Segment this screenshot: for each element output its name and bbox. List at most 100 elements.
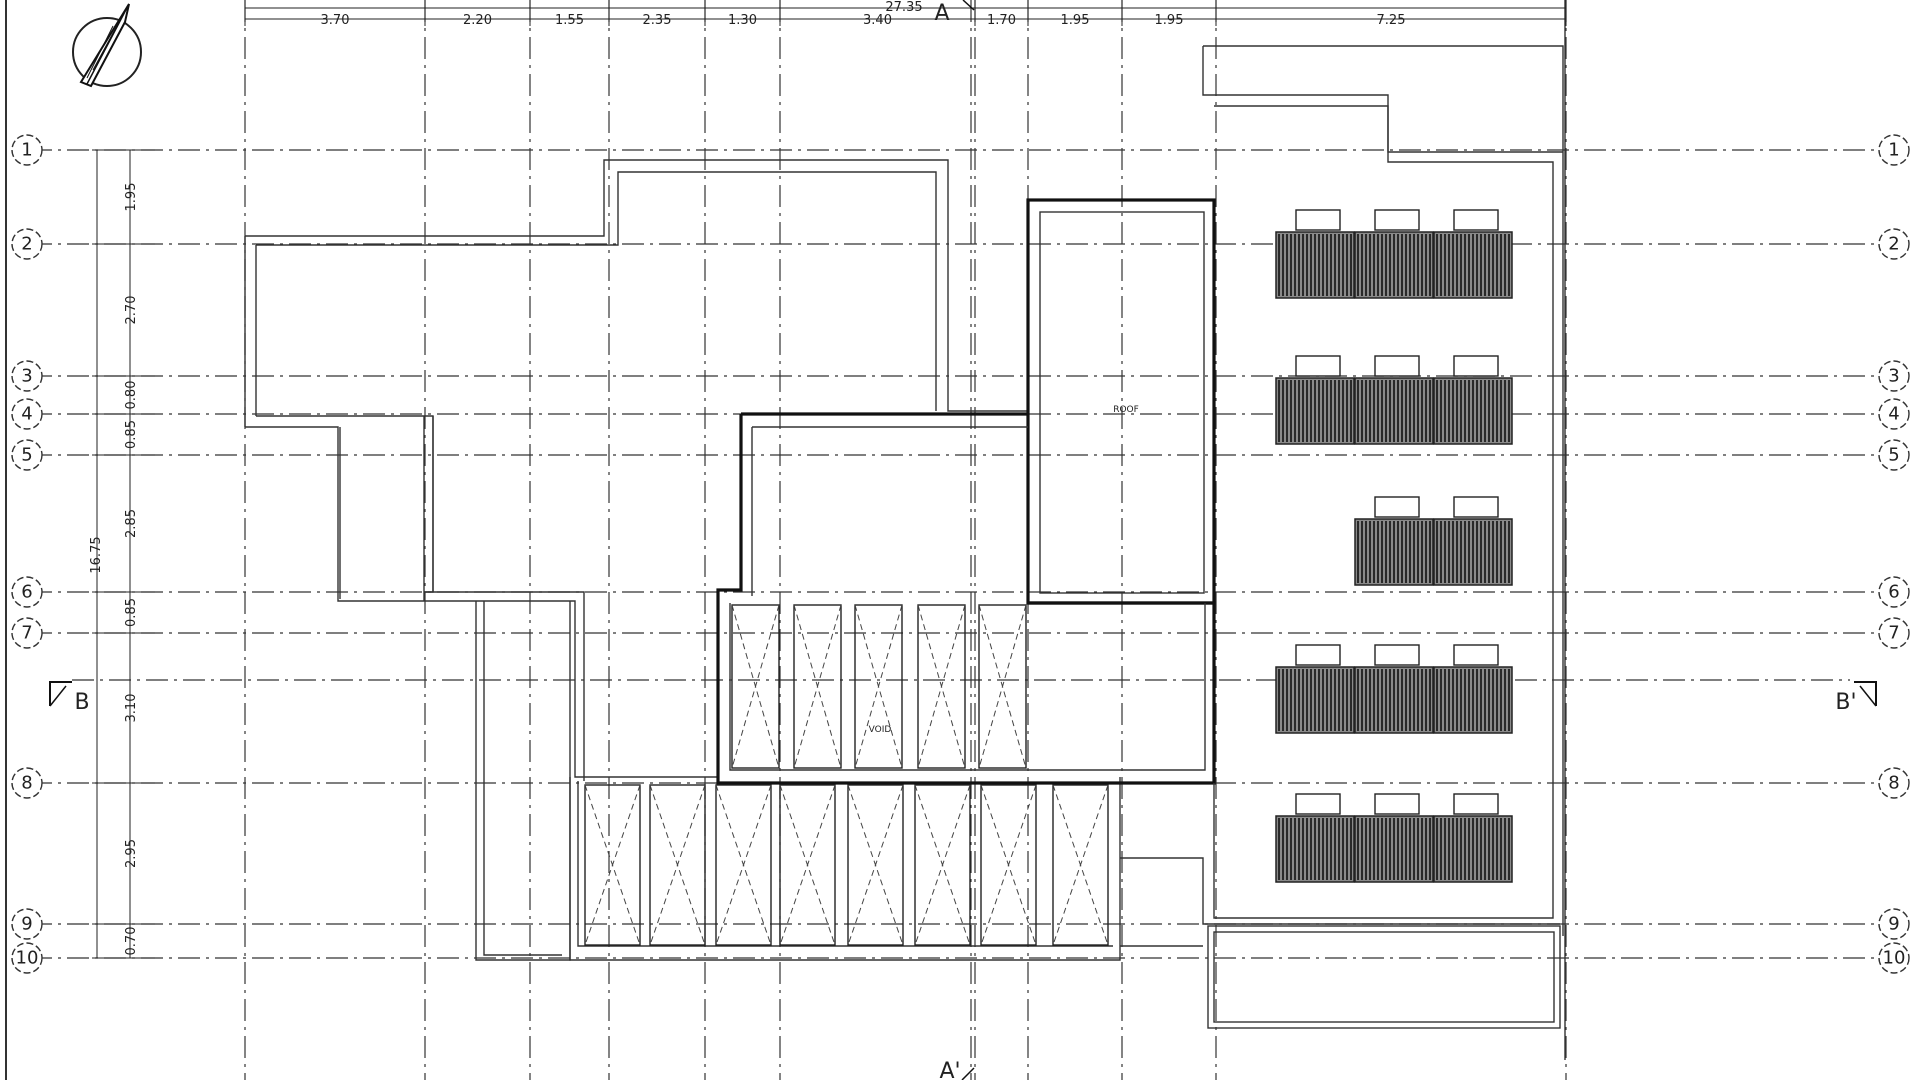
solar-panel-group xyxy=(1275,209,1513,299)
row-dimension-label: 1.95 xyxy=(124,183,139,212)
overall-width-label: 27.35 xyxy=(885,0,922,15)
void-cell xyxy=(978,604,1027,769)
grid-bubble-right: 8 xyxy=(1878,767,1910,799)
section-a-top-label: A xyxy=(934,1,949,26)
grid-bubble-label: 3 xyxy=(1888,366,1899,387)
grid-bubble-left: 10 xyxy=(11,942,43,974)
void-cell xyxy=(854,604,903,769)
grid-bubble-right: 6 xyxy=(1878,576,1910,608)
grid-bubble-right: 2 xyxy=(1878,228,1910,260)
row-dimension-label: 0.70 xyxy=(124,927,139,956)
grid-bubble-left: 3 xyxy=(11,360,43,392)
void-cells xyxy=(584,604,1109,946)
solar-panel xyxy=(1433,355,1513,445)
grid-bubble-label: 2 xyxy=(1888,234,1899,255)
grid-lines xyxy=(30,0,1880,1080)
grid-bubble-label: 4 xyxy=(1888,404,1899,425)
solar-panel xyxy=(1354,209,1434,299)
grid-bubble-label: 6 xyxy=(1888,582,1899,603)
grid-bubble-label: 5 xyxy=(21,445,32,466)
row-dimension-label: 0.85 xyxy=(124,420,139,449)
roof-label: ROOF xyxy=(1113,405,1139,415)
column-dimension-label: 1.70 xyxy=(987,13,1016,28)
grid-bubble-right: 5 xyxy=(1878,439,1910,471)
solar-panel-group xyxy=(1275,644,1513,734)
solar-panel xyxy=(1354,793,1434,883)
grid-bubble-label: 1 xyxy=(21,140,32,161)
solar-panels xyxy=(1275,209,1513,883)
grid-bubble-label: 8 xyxy=(1888,773,1899,794)
row-dimension-label: 3.10 xyxy=(124,694,139,723)
solar-panel-group xyxy=(1354,496,1513,586)
section-b-left-label: B xyxy=(74,690,89,715)
column-dimension-label: 2.35 xyxy=(643,13,672,28)
void-cell xyxy=(715,784,772,946)
void-cell xyxy=(980,784,1037,946)
column-dimension-label: 1.95 xyxy=(1061,13,1090,28)
grid-bubble-label: 5 xyxy=(1888,445,1899,466)
void-cell xyxy=(779,784,836,946)
north-arrow-icon xyxy=(72,3,142,88)
grid-bubble-left: 6 xyxy=(11,576,43,608)
void-cell xyxy=(1052,784,1109,946)
grid-bubble-left: 5 xyxy=(11,439,43,471)
grid-bubble-left: 7 xyxy=(11,617,43,649)
grid-bubble-right: 9 xyxy=(1878,908,1910,940)
void-cell xyxy=(847,784,904,946)
grid-bubble-label: 7 xyxy=(21,623,32,644)
section-b-right-marker: B' xyxy=(1835,681,1877,715)
grid-bubble-label: 3 xyxy=(21,366,32,387)
void-cell xyxy=(793,604,842,769)
grid-bubble-label: 2 xyxy=(21,234,32,255)
column-dimension-label: 3.40 xyxy=(863,13,892,28)
row-dimension-label: 0.85 xyxy=(124,598,139,627)
void-cell xyxy=(731,604,780,769)
grid-bubble-right: 1 xyxy=(1878,134,1910,166)
row-dimension-label: 2.95 xyxy=(124,839,139,868)
solar-panel xyxy=(1354,355,1434,445)
grid-bubble-left: 9 xyxy=(11,908,43,940)
grid-bubble-left: 8 xyxy=(11,767,43,799)
column-dimension-label: 1.30 xyxy=(728,13,757,28)
row-dimension-label: 2.70 xyxy=(124,296,139,325)
grid-bubble-right: 10 xyxy=(1878,942,1910,974)
section-b-left-marker: B xyxy=(49,681,90,715)
grid-bubble-right: 7 xyxy=(1878,617,1910,649)
column-dimension-label: 3.70 xyxy=(321,13,350,28)
void-cell xyxy=(917,604,966,769)
column-dimension-label: 1.95 xyxy=(1155,13,1184,28)
grid-bubble-label: 10 xyxy=(1883,948,1906,969)
void-cell xyxy=(584,784,641,946)
section-a-top-marker: A xyxy=(934,0,975,26)
solar-panel xyxy=(1433,496,1513,586)
row-dimension-label: 2.85 xyxy=(124,509,139,538)
void-cell xyxy=(914,784,971,946)
grid-bubble-label: 9 xyxy=(1888,914,1899,935)
solar-panel xyxy=(1433,644,1513,734)
solar-panel xyxy=(1275,355,1355,445)
grid-bubbles: 1 1 2 2 3 3 4 4 5 5 6 6 7 7 8 8 9 9 10 10 xyxy=(11,134,1910,974)
column-dimension-label: 7.25 xyxy=(1377,13,1406,28)
row-dimension-label: 0.80 xyxy=(124,381,139,410)
solar-panel xyxy=(1275,209,1355,299)
solar-panel xyxy=(1275,793,1355,883)
grid-bubble-label: 4 xyxy=(21,404,32,425)
overall-height-label: 16.75 xyxy=(89,536,104,573)
grid-bubble-label: 9 xyxy=(21,914,32,935)
roof-room xyxy=(1026,198,1216,605)
grid-bubble-label: 1 xyxy=(1888,140,1899,161)
solar-panel-group xyxy=(1275,355,1513,445)
solar-panel xyxy=(1354,644,1434,734)
column-dimension-label: 1.55 xyxy=(555,13,584,28)
building-outline: ROOF VOID xyxy=(244,45,1564,1029)
section-b-right-label: B' xyxy=(1835,690,1856,715)
solar-panel xyxy=(1433,793,1513,883)
grid-bubble-left: 1 xyxy=(11,134,43,166)
grid-bubble-label: 10 xyxy=(16,948,39,969)
section-a-bottom-marker: A' xyxy=(939,1059,975,1080)
solar-panel xyxy=(1433,209,1513,299)
void-cell xyxy=(649,784,706,946)
section-a-bottom-label: A' xyxy=(939,1059,960,1080)
